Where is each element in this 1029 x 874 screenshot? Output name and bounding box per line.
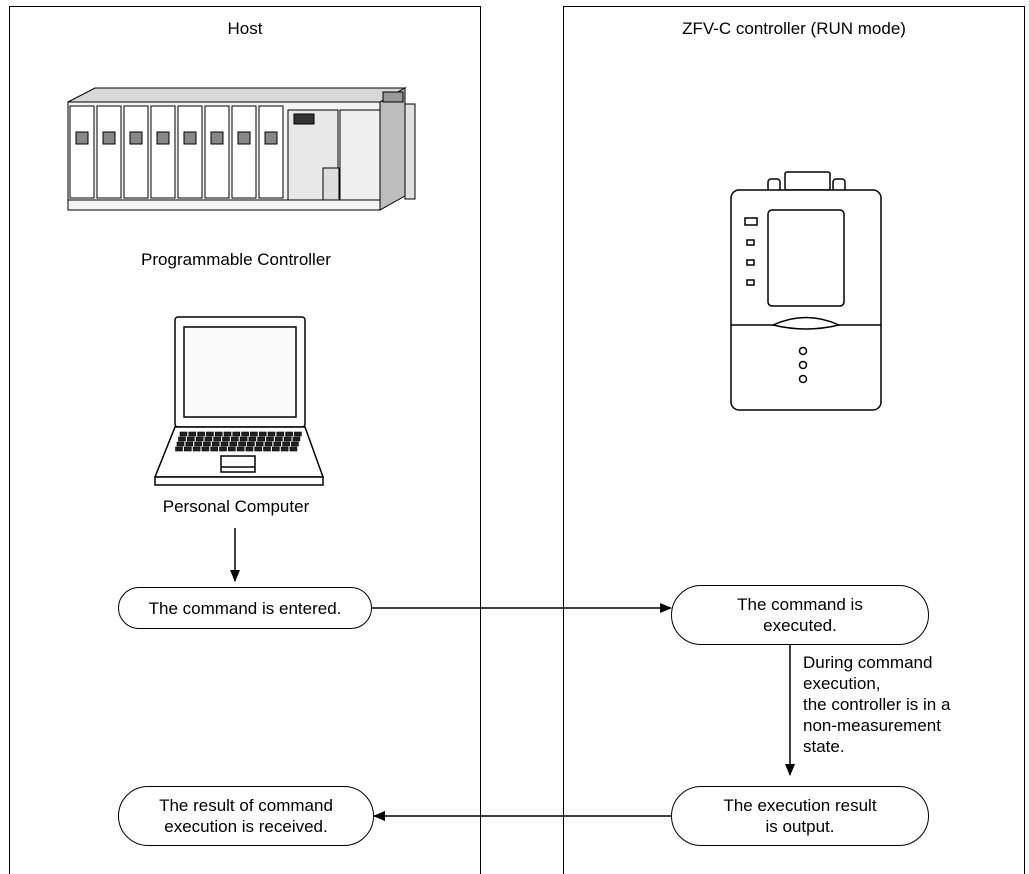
host-lane: Host (9, 6, 481, 874)
programmable-controller-icon (67, 87, 416, 211)
command-entered-node: The command is entered. (118, 587, 372, 629)
result-received-node: The result of command execution is recei… (118, 786, 374, 846)
result-output-node: The execution result is output. (671, 786, 929, 846)
execution-state-note: During command execution, the controller… (803, 653, 951, 756)
personal-computer-label: Personal Computer (162, 497, 310, 516)
controller-lane-title: ZFV-C controller (RUN mode) (682, 19, 906, 38)
host-lane-title: Host (227, 19, 263, 38)
command-executed-node: The command is executed. (671, 585, 929, 645)
controller-lane: ZFV-C controller (RUN mode) (563, 6, 1025, 874)
laptop-icon (153, 316, 325, 486)
flow-connectors (230, 528, 795, 821)
zfv-controller-icon (730, 171, 882, 411)
programmable-controller-label: Programmable Controller (141, 250, 331, 269)
